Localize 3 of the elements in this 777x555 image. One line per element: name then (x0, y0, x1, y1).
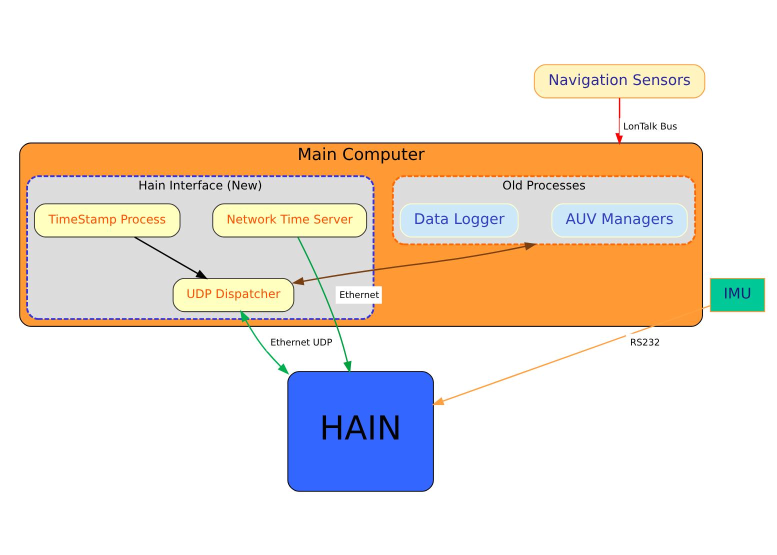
edge-label: LonTalk Bus (623, 121, 678, 132)
edge-label: Ethernet UDP (270, 336, 332, 348)
edge-label: RS232 (630, 336, 660, 348)
